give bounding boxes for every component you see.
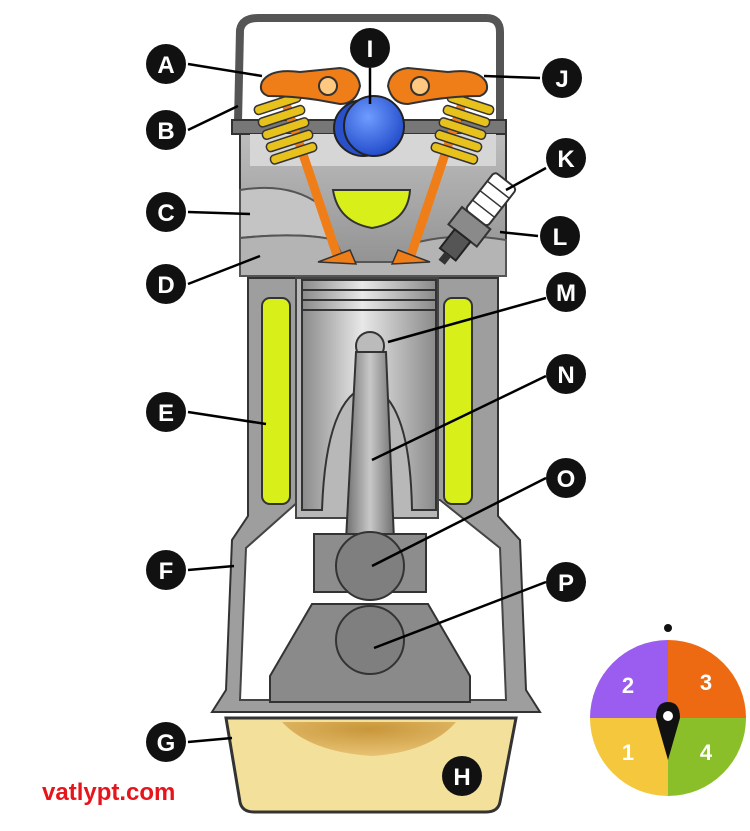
- leader-O: [371, 476, 547, 568]
- leader-A: [187, 62, 263, 78]
- svg-text:H: H: [453, 764, 470, 791]
- svg-text:M: M: [556, 280, 576, 307]
- label-badge-K: K: [546, 138, 586, 178]
- exhaust-valve-head: [390, 249, 431, 265]
- label-badge-E: E: [146, 392, 186, 432]
- leader-K: [505, 166, 547, 192]
- label-badge-B: B: [146, 110, 186, 150]
- label-badge-A: A: [146, 44, 186, 84]
- spark-plug: [438, 172, 517, 265]
- leader-E: [187, 410, 267, 426]
- svg-text:O: O: [557, 466, 576, 493]
- label-badge-G: G: [146, 722, 186, 762]
- svg-text:B: B: [157, 118, 174, 145]
- label-badge-F: F: [146, 550, 186, 590]
- svg-text:L: L: [553, 224, 568, 251]
- label-badge-I: I: [350, 28, 390, 68]
- svg-text:N: N: [557, 362, 574, 389]
- leader-D: [187, 254, 261, 286]
- leader-G: [187, 736, 233, 744]
- wheel-pointer-icon: [656, 702, 680, 760]
- label-badge-D: D: [146, 264, 186, 304]
- wheel-segment-1[interactable]: [590, 718, 668, 796]
- wheel-label-3: 3: [700, 670, 712, 695]
- wheel-segment-4[interactable]: [668, 718, 746, 796]
- intake-valve-stem: [277, 90, 343, 260]
- crank-pin: [335, 531, 405, 601]
- svg-text:G: G: [157, 730, 176, 757]
- label-badge-J: J: [542, 58, 582, 98]
- svg-text:E: E: [158, 400, 174, 427]
- coolant-jacket-right: [443, 297, 473, 505]
- leader-C: [187, 210, 251, 216]
- left-rocker-arm: [259, 66, 362, 106]
- right-valve-spring: [430, 92, 495, 165]
- svg-text:C: C: [157, 200, 174, 227]
- exhaust-valve-stem: [405, 90, 471, 260]
- leader-J: [483, 74, 541, 80]
- label-badge-P: P: [546, 562, 586, 602]
- leader-M: [387, 296, 547, 344]
- wheel-top-dot: [664, 624, 672, 632]
- watermark-text: vatlypt.com: [42, 779, 175, 806]
- label-badge-L: L: [540, 216, 580, 256]
- stroke-cycle-wheel[interactable]: 2 3 1 4: [590, 624, 746, 796]
- svg-text:J: J: [555, 66, 568, 93]
- leader-P: [373, 580, 547, 650]
- intake-valve-head: [317, 249, 358, 265]
- combustion-chamber: [331, 189, 412, 230]
- label-badge-O: O: [546, 458, 586, 498]
- leader-lines: [187, 62, 547, 744]
- right-rocker-pivot: [410, 76, 430, 96]
- label-badge-H: H: [442, 756, 482, 796]
- label-badge-N: N: [546, 354, 586, 394]
- svg-text:A: A: [157, 52, 174, 79]
- leader-B: [187, 104, 239, 132]
- label-badge-C: C: [146, 192, 186, 232]
- right-rocker-arm: [386, 66, 489, 106]
- left-valve-spring: [253, 92, 318, 165]
- wheel-label-2: 2: [622, 673, 634, 698]
- oil-pan: [224, 716, 518, 814]
- leader-F: [187, 564, 235, 572]
- crankshaft-journal: [335, 605, 405, 675]
- svg-text:P: P: [558, 570, 574, 597]
- svg-text:F: F: [159, 558, 174, 585]
- wheel-segment-3[interactable]: [668, 640, 746, 718]
- label-badge-M: M: [546, 272, 586, 312]
- svg-text:K: K: [557, 146, 575, 173]
- coolant-jacket-left: [261, 297, 291, 505]
- camshaft: [343, 95, 405, 157]
- leader-N: [371, 374, 547, 462]
- leader-L: [499, 230, 539, 238]
- wheel-segment-2[interactable]: [590, 640, 668, 718]
- left-rocker-pivot: [318, 76, 338, 96]
- wheel-label-1: 1: [622, 740, 634, 765]
- svg-text:I: I: [367, 36, 374, 63]
- wheel-label-4: 4: [700, 740, 713, 765]
- oil-splash: [282, 722, 456, 756]
- svg-text:D: D: [157, 272, 174, 299]
